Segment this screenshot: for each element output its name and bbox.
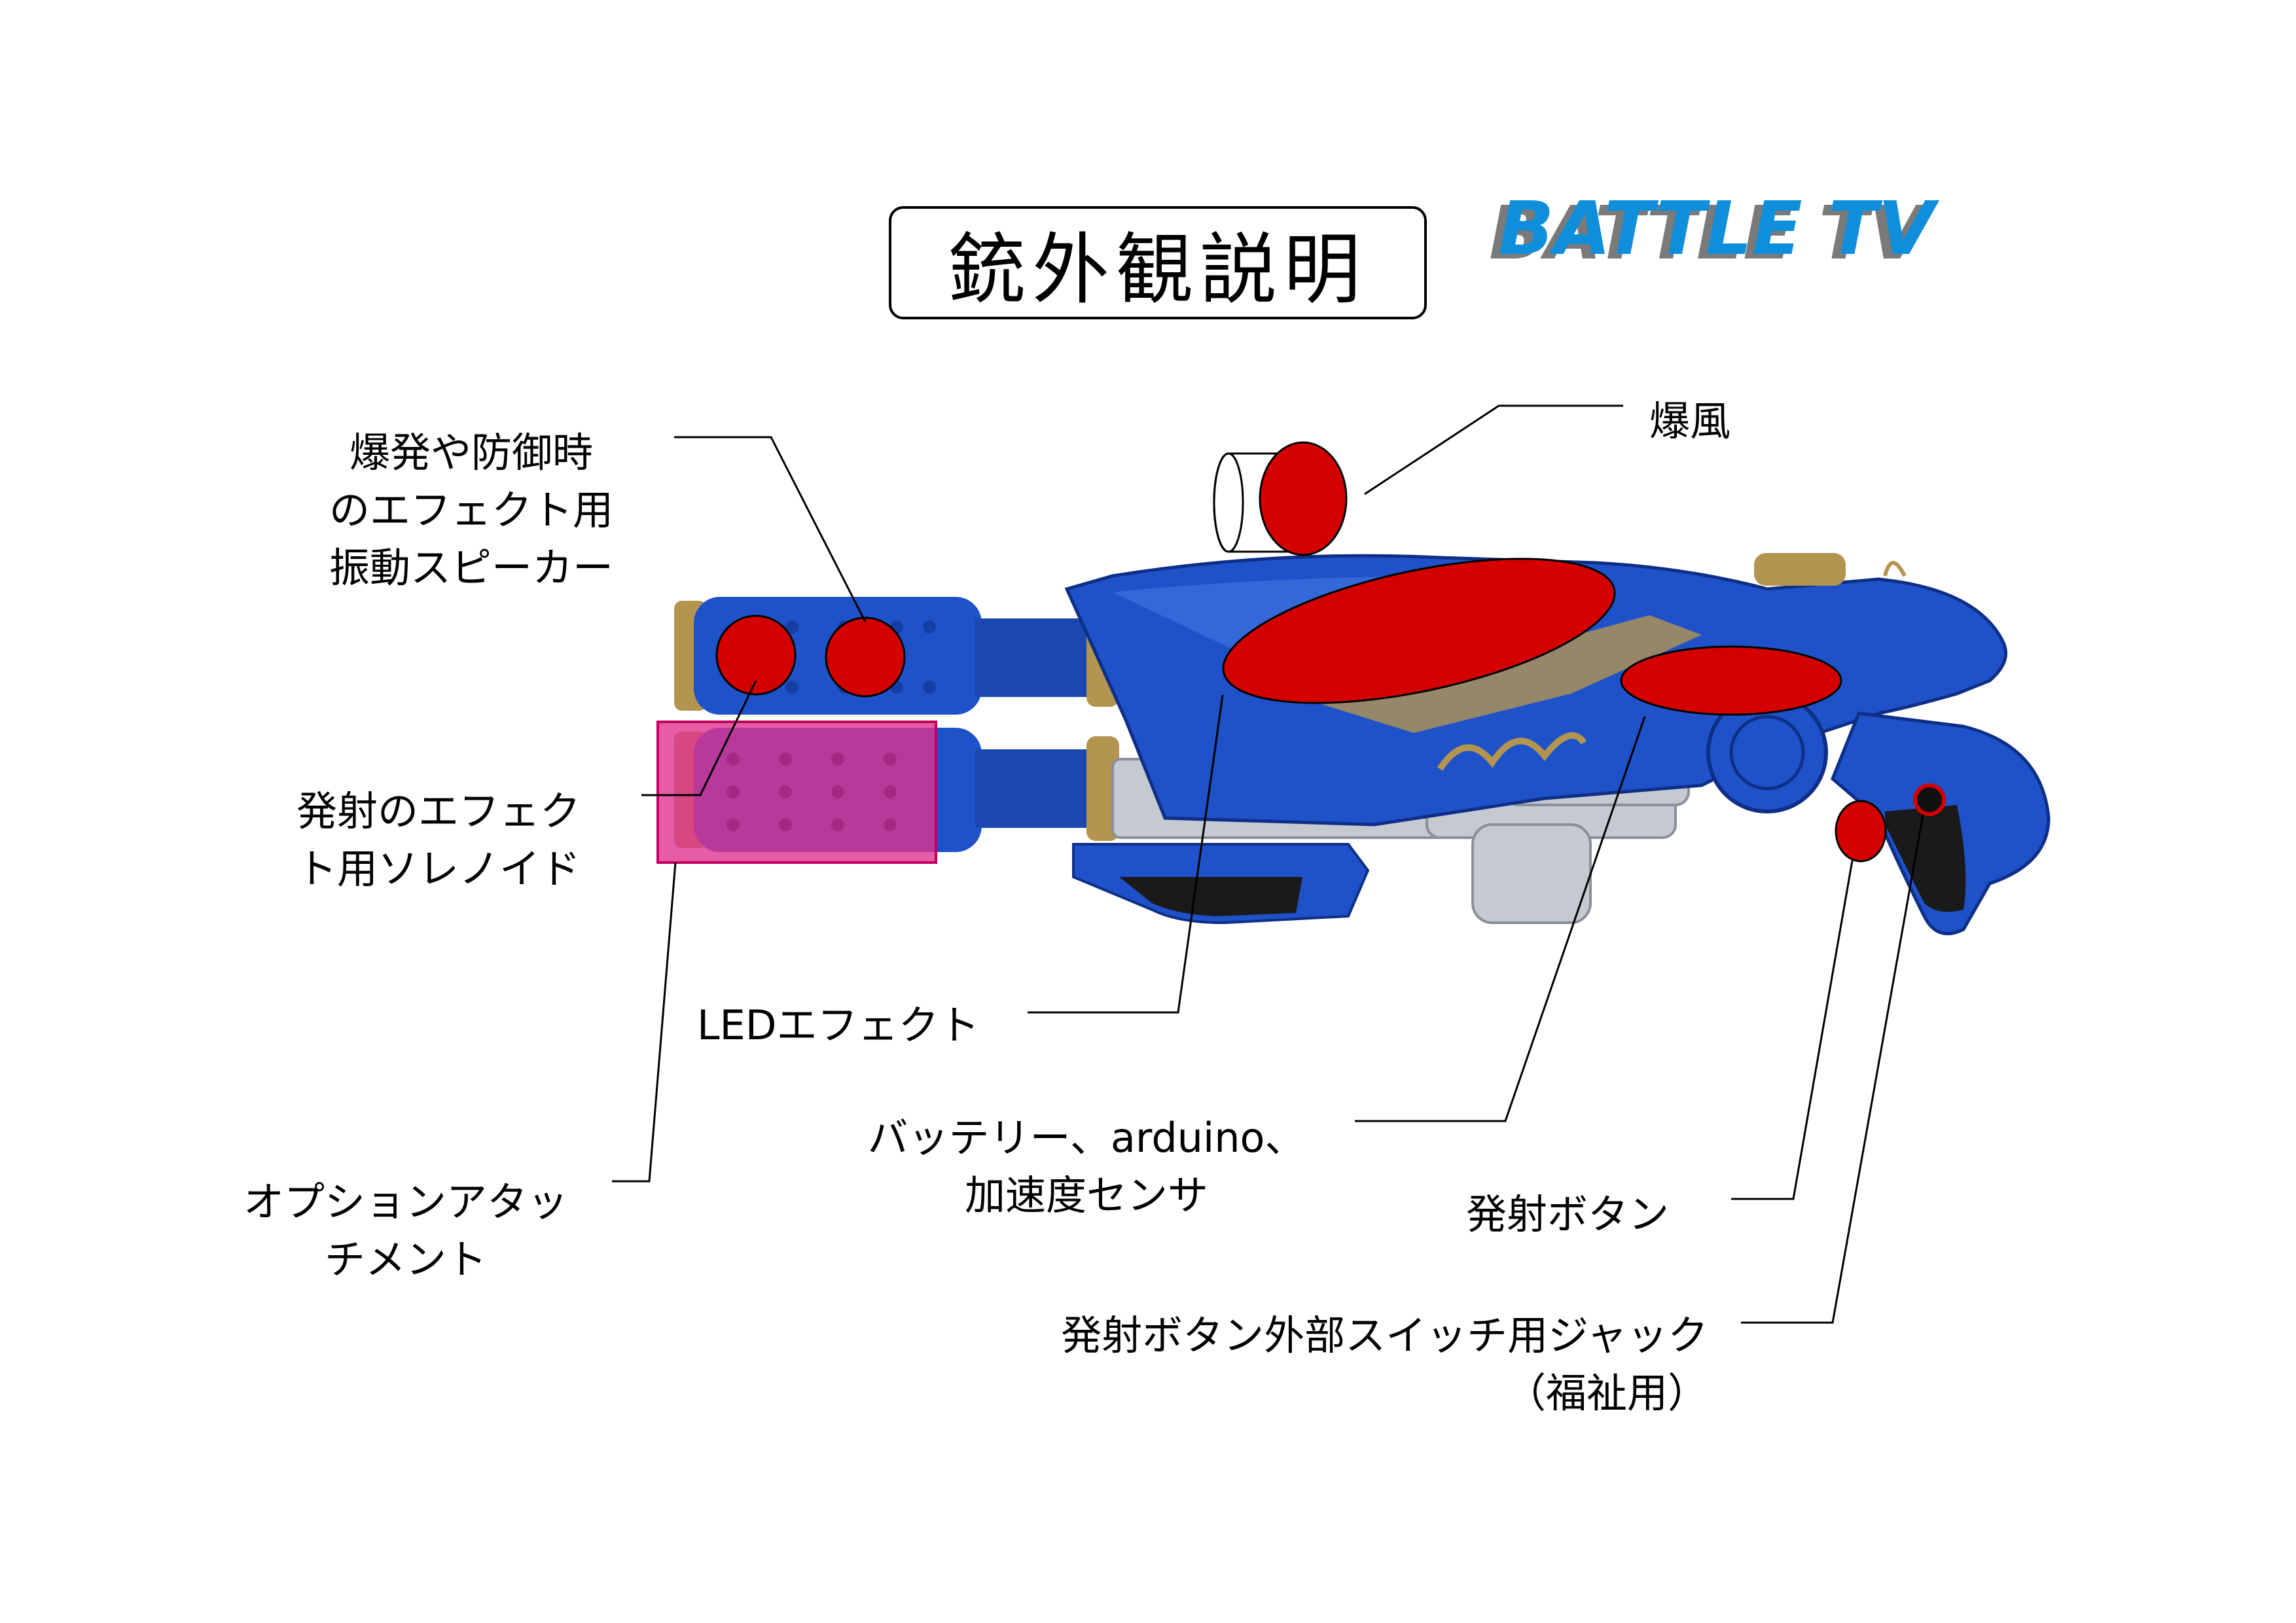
logo-shadow: BATTLE TV bbox=[1489, 191, 1931, 275]
speaker-marker-1 bbox=[715, 615, 797, 696]
label-jack-line-1: 発射ボタン外部スイッチ用ジャック bbox=[1061, 1311, 1708, 1359]
label-attachment: オプションアタッ チメント bbox=[236, 1173, 576, 1289]
label-solenoid-line-2: ト用ソレノイド bbox=[296, 845, 581, 893]
label-fire-button: 発射ボタン bbox=[1466, 1190, 1670, 1238]
label-attachment-line-2: チメント bbox=[324, 1236, 487, 1283]
label-blast: 爆風 bbox=[1649, 397, 1731, 445]
blast-cylinder-back bbox=[1213, 452, 1244, 553]
blast-marker bbox=[1259, 441, 1348, 556]
jack bbox=[1913, 783, 1946, 816]
label-solenoid-line-1: 発射のエフェク bbox=[296, 787, 581, 835]
page-title: 銃外観説明 bbox=[948, 224, 1367, 315]
leader-led bbox=[1028, 694, 1224, 1014]
label-battery-line-2: 加速度センサ bbox=[964, 1171, 1208, 1219]
led-marker-1 bbox=[1222, 558, 1616, 704]
label-speaker-line-3: 振動スピーカー bbox=[329, 544, 613, 592]
label-battery-line-1: バッテリー、arduino、 bbox=[867, 1114, 1306, 1162]
led-marker-2 bbox=[1620, 645, 1842, 716]
battle-tv-logo: BATTLE TV BATTLE TV bbox=[1489, 190, 1940, 275]
leader-fire-button bbox=[1731, 860, 1854, 1200]
leader-battery bbox=[1355, 716, 1646, 1122]
handle-grip-texture bbox=[1885, 805, 1966, 912]
leader-blast bbox=[1364, 404, 1623, 495]
leader-lines bbox=[612, 404, 1924, 1324]
attachment-box bbox=[656, 721, 937, 864]
leader-attachment bbox=[612, 862, 677, 1183]
central-disk-inner bbox=[1729, 715, 1805, 791]
label-jack-line-2: （福祉用） bbox=[1505, 1369, 1708, 1417]
label-solenoid: 発射のエフェク ト用ソレノイド bbox=[281, 783, 596, 898]
hook bbox=[1883, 561, 1907, 577]
label-speaker: 爆発や防御時 のエフェクト用 振動スピーカー bbox=[301, 424, 641, 597]
leader-solenoid bbox=[641, 680, 757, 796]
title-box: 銃外観説明 bbox=[889, 206, 1427, 319]
fire-button-marker bbox=[1835, 800, 1887, 863]
label-attachment-line-1: オプションアタッ bbox=[243, 1178, 568, 1226]
top-knob bbox=[1754, 553, 1846, 586]
leader-speaker bbox=[674, 436, 867, 622]
speaker-marker-2 bbox=[825, 616, 906, 698]
label-jack: 発射ボタン外部スイッチ用ジャック （福祉用） bbox=[982, 1307, 1708, 1422]
label-speaker-line-2: のエフェクト用 bbox=[329, 486, 613, 534]
label-led: LEDエフェクト bbox=[697, 1001, 980, 1049]
leader-jack bbox=[1741, 814, 1924, 1324]
front-grip-texture bbox=[1119, 877, 1302, 916]
logo-text: BATTLE TV bbox=[1498, 190, 1940, 272]
attachment-dots bbox=[726, 753, 897, 831]
barrel-ring-lower bbox=[1086, 736, 1119, 841]
body-stripe bbox=[1309, 615, 1702, 733]
label-speaker-line-1: 爆発や防御時 bbox=[349, 429, 593, 476]
flame-emblem bbox=[1437, 732, 1587, 771]
label-battery: バッテリー、arduino、 加速度センサ bbox=[851, 1109, 1322, 1224]
